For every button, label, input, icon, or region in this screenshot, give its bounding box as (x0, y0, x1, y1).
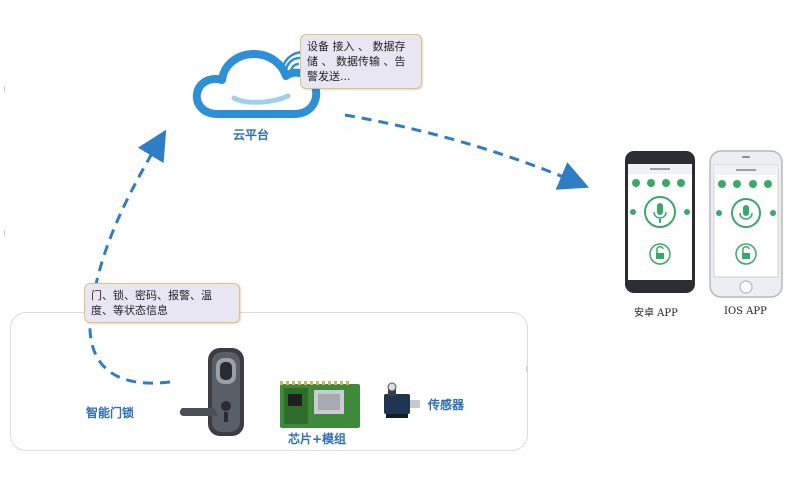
android-phone (624, 150, 696, 294)
lock-callout-text: 门、锁、密码、报警、温度、等状态信息 (91, 289, 212, 317)
divider-right (526, 366, 527, 372)
ios-phone (709, 150, 783, 298)
smart-lock-image (179, 348, 244, 436)
cloud-callout: 设备 接入 、 数据存储 、 数据传输 、告警发送... (300, 34, 422, 89)
divider-left-2 (4, 230, 5, 236)
arrow-lock-to-cloud (88, 129, 171, 385)
sensor-image (384, 382, 420, 418)
chip-label: 芯片+模组 (288, 432, 347, 446)
ios-app-label: IOS APP (724, 306, 767, 317)
android-app-label: 安卓 APP (634, 308, 678, 319)
lock-callout: 门、锁、密码、报警、温度、等状态信息 (84, 283, 240, 323)
cloud-label: 云平台 (233, 128, 270, 142)
sensor-label: 传感器 (428, 398, 465, 412)
lock-label: 智能门锁 (86, 406, 135, 420)
divider-left (4, 86, 5, 92)
device-panel (10, 312, 528, 451)
cloud-callout-text: 设备 接入 、 数据存储 、 数据传输 、告警发送... (307, 40, 406, 83)
chip-module-image (280, 381, 360, 428)
arrow-cloud-to-phones (344, 113, 590, 190)
